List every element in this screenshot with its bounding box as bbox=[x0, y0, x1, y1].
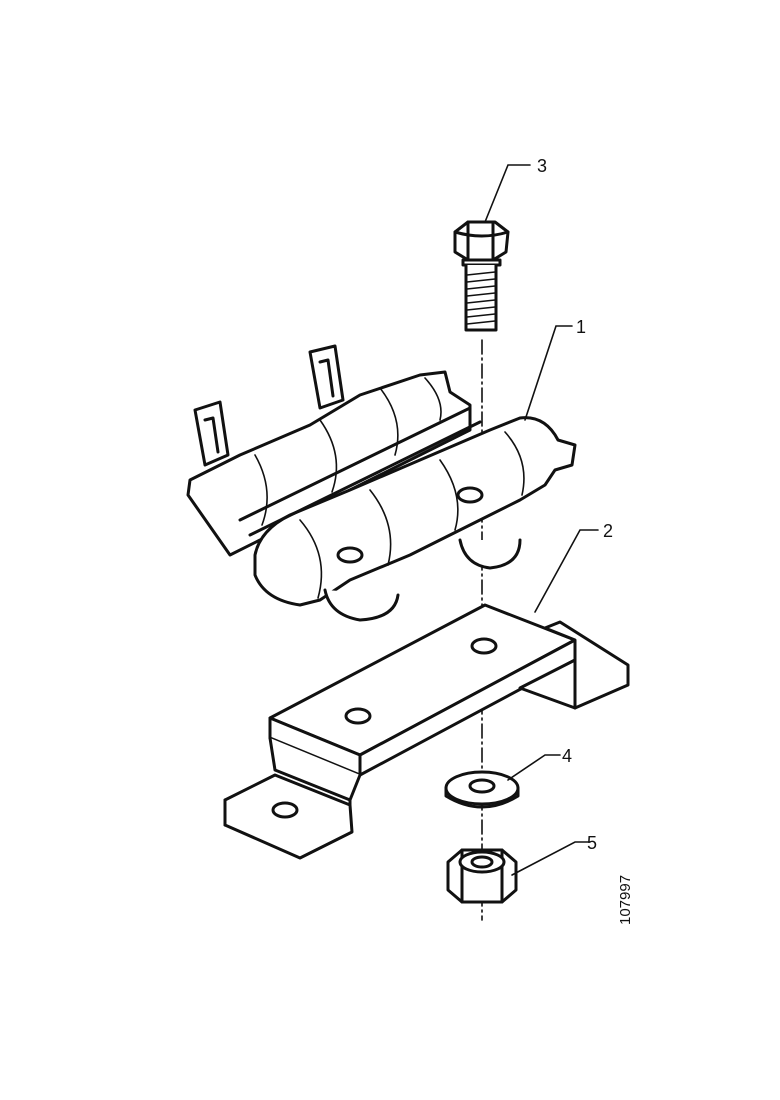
leader-lines bbox=[484, 164, 599, 876]
callout-3: 3 bbox=[537, 156, 547, 176]
bracket-part bbox=[223, 603, 630, 860]
bolt-part bbox=[453, 220, 510, 332]
bolt-thread bbox=[466, 271, 496, 325]
clamp-holder-part bbox=[186, 344, 577, 622]
callout-4: 4 bbox=[562, 746, 572, 766]
callout-1: 1 bbox=[576, 317, 586, 337]
drawing-number: 107997 bbox=[617, 875, 634, 925]
nut-part bbox=[446, 848, 518, 904]
callout-2: 2 bbox=[603, 521, 613, 541]
washer-part bbox=[444, 770, 520, 809]
callout-5: 5 bbox=[587, 833, 597, 853]
